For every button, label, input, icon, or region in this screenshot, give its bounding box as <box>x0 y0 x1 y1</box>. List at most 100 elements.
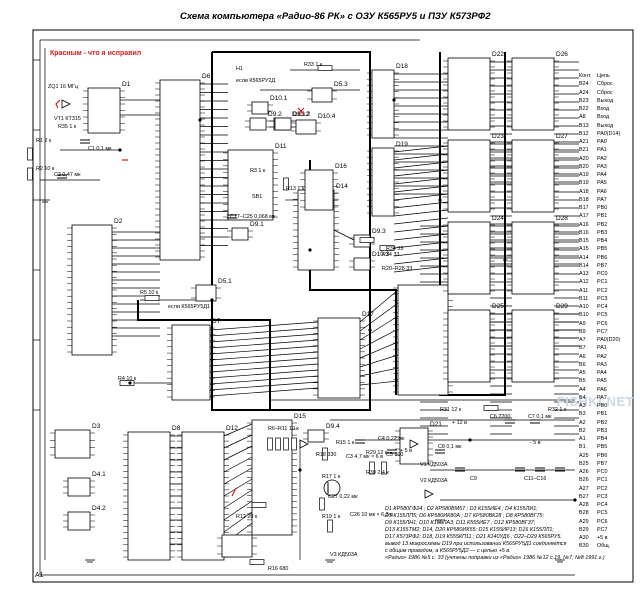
connector-row: A30+5 в <box>579 534 635 542</box>
capacitor <box>455 467 465 472</box>
resistor <box>283 437 289 451</box>
chip-label: D5.1 <box>218 278 232 285</box>
wire <box>223 489 253 509</box>
red-mark <box>297 107 305 115</box>
resistor <box>369 461 375 475</box>
chip-label: D18 <box>396 63 408 70</box>
connector-pin: B28 <box>579 510 589 517</box>
capacitor <box>535 467 545 472</box>
connector-pin: B25 <box>579 460 589 467</box>
component-label: C7 0,1 мк <box>528 414 552 420</box>
wire <box>209 339 319 349</box>
chip-label: D28 <box>556 215 568 222</box>
connector-signal: Выход <box>597 97 614 104</box>
connector-signal: PC3 <box>597 295 608 302</box>
chip-label: D19 <box>396 141 408 148</box>
resistor <box>322 447 328 461</box>
connector-signal: PC4 <box>597 304 608 310</box>
connector-signal: PC5 <box>597 312 608 319</box>
wire <box>209 345 319 355</box>
component-label: R18 330 <box>316 452 337 458</box>
wire <box>359 341 399 359</box>
component-label: если К565РУ5Д1 <box>168 304 211 310</box>
wire <box>209 381 319 391</box>
resistor <box>291 437 297 451</box>
junction <box>368 328 372 332</box>
connector-signal: PC0 <box>597 469 608 475</box>
chip-d7: D7 <box>167 318 221 401</box>
watermark: FISHKI.NET <box>556 394 634 409</box>
resistor <box>319 497 325 511</box>
connector-header-signal: Цепь <box>597 73 610 79</box>
resistor <box>483 405 499 411</box>
connector-signal: PB7 <box>597 460 608 467</box>
connector-signal: PA1 <box>597 345 607 352</box>
chip-d20: D20 <box>393 278 462 396</box>
wire <box>359 328 399 350</box>
component-label: C8 0,1 мк <box>438 444 462 450</box>
component-label: R3 1 к <box>250 168 266 174</box>
transistor-vt1 <box>323 479 341 497</box>
connector-pin: B17 <box>579 205 589 211</box>
resistor <box>249 559 265 565</box>
component-label: V1 КД503А <box>420 462 448 468</box>
connector-pin: B3 <box>579 411 586 418</box>
connector-pin: B18 <box>579 196 589 203</box>
component-label: R5 10 к <box>140 290 159 296</box>
chip-label: D22 <box>492 51 504 58</box>
legend-line: D13 К155ТМ2; D14, D20 КР580ИК55; D15 К15… <box>385 527 554 533</box>
chip-d28: D28 <box>507 215 568 295</box>
connector-signal: PB0 <box>597 205 608 211</box>
chip-label: D4.1 <box>92 471 106 478</box>
page-title: Схема компьютера «Радио-86 РК» с ОЗУ К56… <box>180 11 491 22</box>
component-label: если К565РУ2Д <box>236 78 276 84</box>
component-layer <box>27 65 577 565</box>
connector-signal: PB6 <box>597 452 608 459</box>
component-label: R17 1 к <box>322 474 341 480</box>
wire <box>223 423 253 437</box>
connector-header-pin: Конт. <box>579 73 592 79</box>
chip-label: D8 <box>172 425 181 432</box>
connector-signal: PA1 <box>597 147 607 154</box>
chip-label: D9.4 <box>326 423 340 430</box>
connector-signal: Вход <box>597 114 610 121</box>
data-bus <box>137 300 271 410</box>
connector-signal: PC6 <box>597 320 608 327</box>
sheet-label: A1 <box>35 572 44 579</box>
connector-pin: A3 <box>579 403 586 409</box>
component-label: R33 1 к <box>304 62 323 68</box>
wire <box>223 467 253 485</box>
connector-signal: PB3 <box>597 229 608 236</box>
connector-signal: Сброс <box>597 89 613 96</box>
wire <box>209 327 319 337</box>
connector-row: B25 PB7 <box>579 460 635 468</box>
component-label: V3 КД503А <box>330 552 358 558</box>
connector-signal: PC3 <box>597 493 608 500</box>
component-label: C4 0,22 мк <box>378 436 405 442</box>
connector-pin: A11 <box>579 287 589 294</box>
ground-symbol <box>435 519 445 523</box>
component-label: R4 10 к <box>118 376 137 382</box>
connector-signal: PA0 <box>597 139 607 145</box>
chip-d16: D16 <box>300 163 347 211</box>
connector-pin: A30 <box>579 535 589 541</box>
component-label: R15 1 к <box>336 440 355 446</box>
wire <box>209 333 319 343</box>
component-label: + 5 в <box>400 448 413 454</box>
junction <box>468 438 472 442</box>
chip-label: D21 <box>430 421 442 428</box>
chip-label: D13.2 <box>293 111 311 118</box>
chip-d18: D18 <box>367 63 408 139</box>
chip-d27: D27 <box>507 133 568 213</box>
resistor <box>267 437 273 451</box>
chip-label: D9.1 <box>250 221 264 228</box>
